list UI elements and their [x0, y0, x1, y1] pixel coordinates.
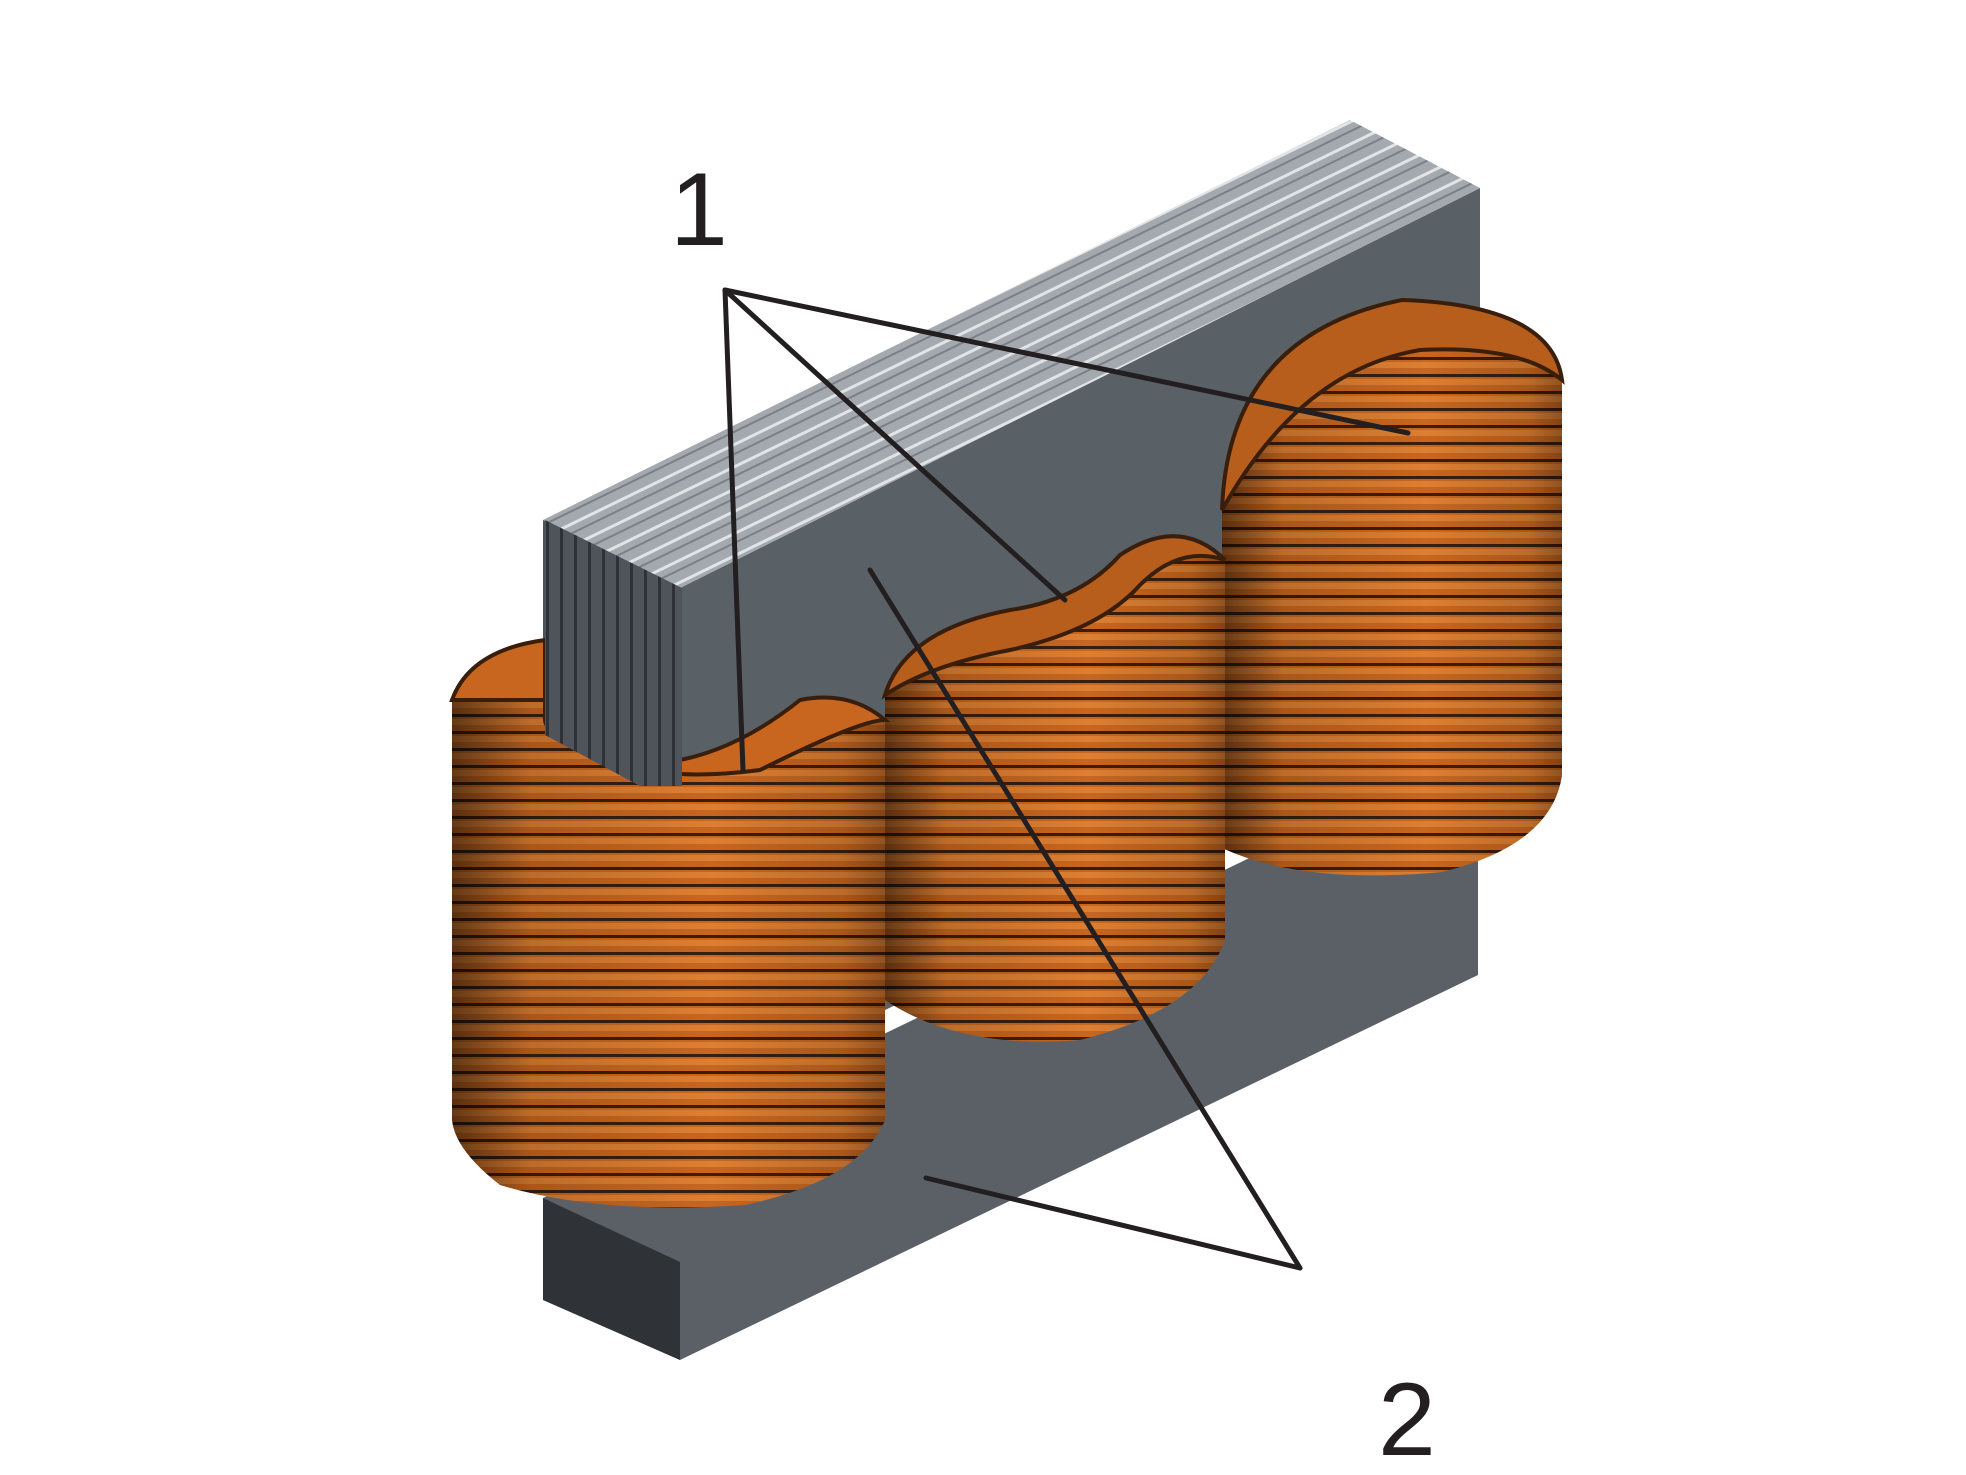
leader-2-to-top-yoke	[867, 567, 1303, 1271]
core-bottom-yoke-side	[543, 1198, 680, 1360]
winding-right	[1220, 297, 1565, 876]
winding-left	[449, 637, 891, 1208]
winding-right-shade	[1222, 300, 1562, 876]
core-left-leg	[545, 520, 682, 786]
transformer-windings	[449, 297, 1565, 1208]
callout-label-windings: 1	[670, 152, 728, 268]
winding-left-shade	[452, 640, 885, 1208]
core-bottom-yoke-front	[543, 748, 1478, 1360]
core-top-yoke-top	[543, 120, 1480, 588]
callout-label-core: 2	[1378, 1362, 1436, 1475]
leader-lines	[722, 287, 1411, 1271]
leader-1-to-right-winding	[722, 287, 1411, 436]
leader-2-to-bottom-yoke	[923, 1175, 1303, 1271]
winding-middle-shade	[885, 536, 1225, 1042]
winding-middle	[881, 534, 1227, 1042]
leader-1-to-middle-winding	[722, 287, 1068, 603]
winding-right-top	[1220, 297, 1565, 511]
winding-middle-top	[881, 534, 1227, 700]
leader-1-to-left-winding	[722, 287, 746, 773]
